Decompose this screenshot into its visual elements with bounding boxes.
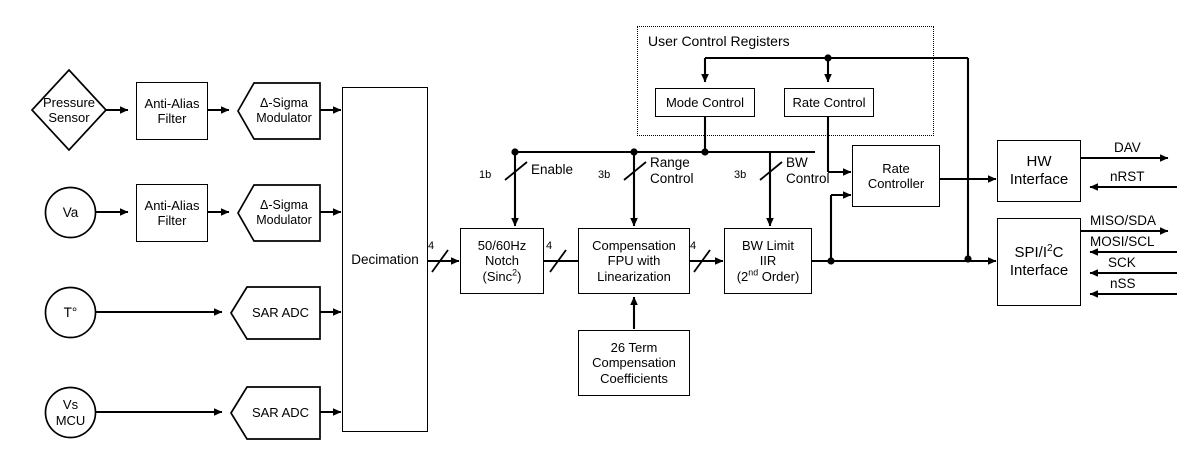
hw-interface-block[interactable]: HW Interface <box>997 140 1081 202</box>
compensation-fpu-block[interactable]: Compensation FPU with Linearization <box>578 228 690 294</box>
temperature-source[interactable] <box>44 286 97 339</box>
anti-alias-filter-2[interactable]: Anti-Alias Filter <box>136 184 208 242</box>
mode-control-block[interactable]: Mode Control <box>655 88 755 117</box>
mosi-scl-pin-label: MOSI/SCL <box>1090 234 1155 249</box>
user-control-registers-title: User Control Registers <box>646 33 792 49</box>
bw-limit-line-3: (2nd Order) <box>736 267 800 284</box>
notch-line-1: 50/60Hz <box>477 238 527 253</box>
bw-control-signal-label: BW Control <box>786 155 830 186</box>
enable-width-label: 1b <box>479 169 492 181</box>
spi-i2c-interface-block[interactable]: SPI/I2C Interface <box>997 218 1081 306</box>
dav-pin-label: DAV <box>1114 140 1141 155</box>
dec-to-notch-width-label: 4 <box>428 240 435 252</box>
sar-adc-1[interactable] <box>230 286 321 340</box>
fpu-to-bw-width-label: 4 <box>690 240 697 252</box>
pressure-sensor[interactable] <box>30 68 108 152</box>
spi-interface-line-2: Interface <box>1009 262 1069 279</box>
nrst-pin-label: nRST <box>1110 169 1145 184</box>
bw-limit-line-2: IIR <box>759 253 777 269</box>
user-control-registers-group <box>637 26 934 136</box>
range-control-width-label: 3b <box>598 169 611 181</box>
anti-alias-filter-1[interactable]: Anti-Alias Filter <box>136 82 208 140</box>
bw-limit-iir-block[interactable]: BW Limit IIR (2nd Order) <box>724 228 812 294</box>
range-control-signal-label: Range Control <box>650 155 694 186</box>
rate-controller-block[interactable]: Rate Controller <box>852 145 940 207</box>
bw-limit-line-1: BW Limit <box>742 238 794 253</box>
notch-to-fpu-width-label: 4 <box>546 240 553 252</box>
vs-mcu-source[interactable] <box>44 386 97 439</box>
decimation-block[interactable]: Decimation <box>342 87 428 432</box>
rate-control-block[interactable]: Rate Control <box>784 88 874 117</box>
miso-sda-pin-label: MISO/SDA <box>1090 213 1157 228</box>
delta-sigma-modulator-1[interactable] <box>237 82 321 140</box>
compensation-coefficients-block[interactable]: 26 Term Compensation Coefficients <box>578 330 690 396</box>
sck-pin-label: SCK <box>1108 255 1136 270</box>
spi-interface-line-1: SPI/I2C <box>1014 243 1064 262</box>
enable-signal-label: Enable <box>531 162 574 177</box>
notch-filter-block[interactable]: 50/60Hz Notch (Sinc2) <box>460 228 544 294</box>
nss-pin-label: nSS <box>1110 276 1136 291</box>
bw-control-width-label: 3b <box>734 169 747 181</box>
va-source[interactable] <box>44 186 97 239</box>
notch-line-3: (Sinc2) <box>482 267 522 284</box>
delta-sigma-modulator-2[interactable] <box>237 184 321 242</box>
sar-adc-2[interactable] <box>230 386 321 440</box>
notch-line-2: Notch <box>485 253 519 269</box>
